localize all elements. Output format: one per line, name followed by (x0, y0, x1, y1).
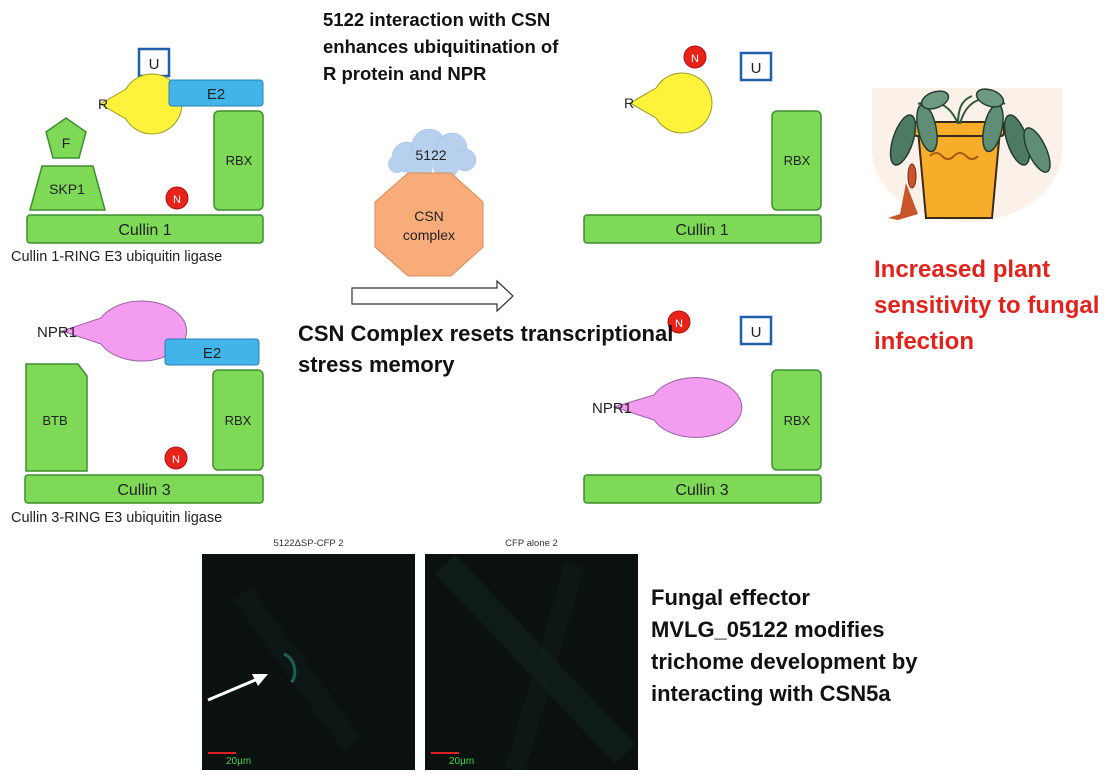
scale-bar-left (208, 752, 236, 754)
svg-text:U: U (751, 324, 762, 341)
cullin1-bar (26, 214, 264, 244)
rbx-c1-free (771, 110, 822, 211)
scale-bar-right (431, 752, 459, 754)
svg-text:RBX: RBX (784, 413, 811, 428)
svg-text:Cullin 1: Cullin 1 (675, 222, 728, 239)
svg-text:N: N (675, 318, 683, 330)
btb-label: BTB (42, 413, 67, 428)
white-arrow-icon (207, 674, 268, 702)
svg-text:U: U (751, 60, 762, 77)
micrograph-right-image (434, 554, 636, 770)
e2-c3 (164, 338, 260, 366)
nedd8-badge-c3-free: N (667, 310, 691, 334)
rbx-c3-free (771, 369, 822, 471)
f-label: F (62, 135, 71, 151)
svg-text:N: N (172, 454, 180, 466)
scale-label-right: 20µm (449, 756, 475, 767)
e2-label: E2 (207, 86, 225, 103)
btb (25, 363, 88, 472)
cullin1-bar-free (583, 214, 822, 244)
skp1-label: SKP1 (49, 181, 85, 197)
skp1 (29, 165, 106, 211)
nedd8-badge-c1-free: N (683, 45, 707, 69)
f-box (45, 117, 87, 159)
svg-text:RBX: RBX (225, 413, 252, 428)
npr1-protein-c3 (60, 300, 188, 362)
arrow-right-icon (351, 279, 514, 313)
micrograph-right: 20µm (425, 554, 638, 770)
svg-text:E2: E2 (203, 345, 221, 362)
u-label: U (149, 56, 160, 73)
svg-text:RBX: RBX (784, 153, 811, 168)
svg-text:Cullin 3: Cullin 3 (675, 482, 728, 499)
micrograph-title-left: 5122ΔSP-CFP 2 (273, 538, 344, 549)
top-title: 5122 interaction with CSN enhances ubiqu… (323, 9, 559, 84)
mid-title: CSN Complex resets transcriptional stres… (298, 321, 674, 377)
npr1-protein-free (612, 377, 743, 438)
r-label: R (98, 96, 108, 112)
micrograph-left: 20µm (202, 554, 415, 770)
svg-text:R: R (624, 95, 634, 111)
csn-label-line1: CSN (414, 208, 444, 224)
csn-label-line2: complex (403, 227, 455, 243)
svg-text:N: N (691, 53, 699, 65)
caption-cullin3-complex: Cullin 3-RING E3 ubiquitin ligase (11, 510, 223, 526)
scale-label-left: 20µm (226, 756, 252, 767)
u-box-c1: U (137, 47, 171, 78)
e2-c1 (168, 79, 264, 107)
effector-label: 5122 (415, 147, 446, 163)
rbx-label: RBX (226, 153, 253, 168)
svg-text:N: N (173, 194, 181, 206)
bottom-title: Fungal effector MVLG_05122 modifies tric… (651, 585, 918, 706)
svg-text:NPR1: NPR1 (592, 400, 632, 417)
caption-cullin1-complex: Cullin 1-RING E3 ubiquitin ligase (11, 249, 223, 265)
u-box-c1-free: U (739, 51, 773, 82)
r-protein-free (628, 72, 713, 134)
effector-cloud: 5122 (388, 128, 477, 179)
u-box-c3-free: U (739, 315, 773, 346)
nedd8-badge-c1: N (165, 186, 189, 210)
right-title: Increased plant sensitivity to fungal in… (874, 256, 1100, 355)
rbx-c3 (212, 369, 264, 471)
cullin3-bar-free (583, 474, 822, 504)
cullin1-label: Cullin 1 (118, 222, 171, 239)
wilted-plant-icon (872, 88, 1062, 222)
nedd8-badge-c3: N (164, 446, 188, 470)
npr1-label: NPR1 (37, 324, 77, 341)
micrograph-left-image (207, 587, 361, 751)
cullin3-bar (24, 474, 264, 504)
rbx-c1 (213, 110, 264, 211)
micrograph-title-right: CFP alone 2 (505, 538, 558, 549)
cullin3-label: Cullin 3 (117, 482, 170, 499)
csn-complex (374, 172, 484, 277)
